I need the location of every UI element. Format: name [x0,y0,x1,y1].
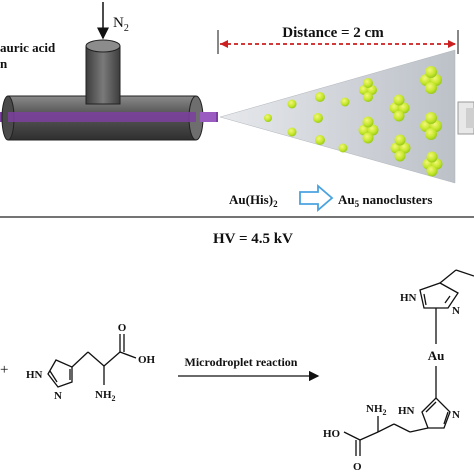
complex-bottom-ring-n: N [452,409,460,421]
complex-metal-au: Au [428,348,445,363]
solution-label-line1: auric acid [0,40,56,55]
droplet [338,143,348,153]
droplet [313,113,323,123]
droplet-cluster [422,151,443,177]
droplet [287,99,297,109]
capillary-horizontal-tube [1,95,204,141]
droplet [315,135,325,145]
droplet-cluster [359,78,377,102]
histidine-ring-hn: HN [26,369,43,381]
droplet-cluster [389,94,410,122]
conversion-arrow [299,184,334,212]
gas-label: N2 [113,15,129,34]
complex-top-ring-hn: HN [400,292,417,304]
reaction-arrow-label: Microdroplet reaction [185,355,298,369]
distance-dimension [217,30,459,54]
histidine-structure [47,334,137,388]
reactant-label: Au(His)2 [229,192,278,209]
droplet-cluster [358,116,379,144]
droplet-cluster [420,66,442,94]
voltage-label: HV = 4.5 kV [213,231,293,247]
capillary-vertical-tube [85,39,121,105]
electrospray-setup: N2 auric acid n [0,2,474,212]
reaction-scheme: + O OH NH2 HN N Microdroplet reaction [0,269,474,473]
complex-ho: HO [323,428,341,440]
au-histidine-complex [343,269,474,456]
solution-label-line2: n [0,56,8,71]
complex-carbonyl-o: O [353,461,362,473]
histidine-ring-n: N [54,390,62,402]
droplet [287,127,297,137]
droplet-cluster [420,112,442,140]
histidine-oh: OH [138,354,156,366]
histidine-carbonyl-o: O [118,322,127,334]
microdroplets [264,66,443,177]
complex-bottom-ring-hn: HN [398,405,415,417]
droplet [340,97,350,107]
complex-top-ring-n: N [452,305,460,317]
histidine-nh2: NH2 [95,389,116,403]
droplet [315,92,325,102]
droplet [264,114,272,122]
plus-sign: + [0,362,8,378]
droplet-cluster [390,134,411,162]
distance-label: Distance = 2 cm [282,25,384,41]
product-label: Au5 nanoclusters [338,192,432,209]
spray-nozzle [200,112,216,122]
complex-nh2: NH2 [366,403,387,417]
spray-plume [219,49,456,184]
